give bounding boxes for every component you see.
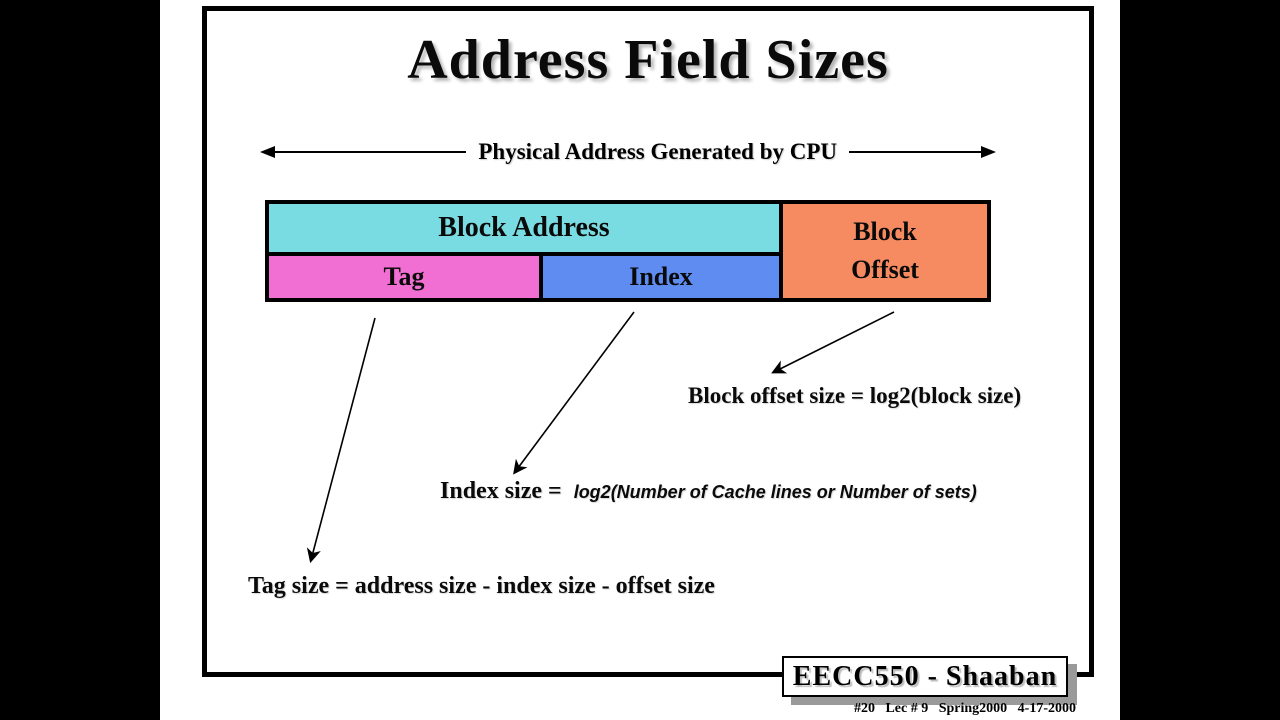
tag-label: Tag — [383, 262, 425, 291]
index-cell: Index — [543, 256, 779, 298]
block-offset-cell: Block Offset — [783, 204, 987, 298]
physical-address-label: Physical Address Generated by CPU — [478, 139, 838, 164]
index-formula-prefix: Index size = — [440, 478, 562, 504]
block-address-label: Block Address — [438, 212, 610, 243]
arrow-left-icon — [260, 146, 275, 158]
block-offset-label-line2: Offset — [851, 255, 919, 284]
arrow-right-icon — [981, 146, 996, 158]
lecture-info: #20 Lec # 9 Spring2000 4-17-2000 — [853, 701, 1076, 716]
index-size-formula: Index size = log2(Number of Cache lines … — [440, 478, 977, 505]
slide-title: Address Field Sizes — [407, 29, 889, 91]
address-fields-diagram: Block Address Block Offset Tag Index — [265, 200, 991, 302]
block-address-cell: Block Address — [269, 204, 779, 252]
block-offset-formula: Block offset size = log2(block size) — [688, 383, 1022, 408]
tag-size-formula: Tag size = address size - index size - o… — [248, 573, 715, 599]
arrow-line — [275, 151, 467, 153]
slide-stage: Address Field Sizes Physical Address Gen… — [160, 0, 1120, 720]
slide-border-frame — [202, 6, 1094, 677]
arrow-line — [849, 151, 981, 153]
index-formula-value: log2(Number of Cache lines or Number of … — [573, 482, 977, 502]
index-label: Index — [629, 262, 693, 291]
course-badge: EECC550 - Shaaban — [782, 656, 1068, 697]
tag-cell: Tag — [269, 256, 539, 298]
physical-address-span-arrow: Physical Address Generated by CPU — [260, 138, 996, 166]
course-badge-label: EECC550 - Shaaban — [792, 660, 1058, 692]
block-offset-label-line1: Block — [853, 217, 917, 246]
